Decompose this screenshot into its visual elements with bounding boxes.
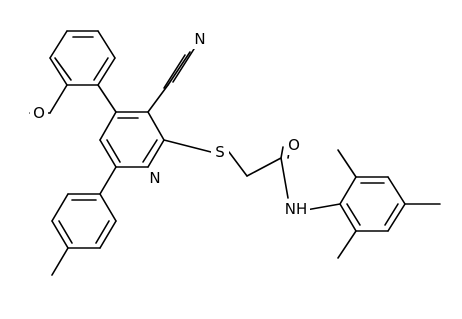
bond-line <box>163 54 186 89</box>
bond-line <box>99 193 117 222</box>
bond-line <box>99 166 117 195</box>
bond-line <box>339 176 357 205</box>
ring-n-label-bg <box>146 168 164 188</box>
bond-line <box>280 157 289 199</box>
amide-nh-label-bg <box>282 199 310 219</box>
bond-line <box>99 220 117 249</box>
bond-line <box>305 203 341 211</box>
bond-line <box>51 220 69 249</box>
bond-line <box>387 176 406 205</box>
methoxy-o-label: O <box>33 104 45 122</box>
bond-line <box>280 146 284 159</box>
bond-line <box>147 111 165 141</box>
carbonyl-o-label-bg <box>285 135 303 155</box>
thioether-s-label-bg <box>211 142 229 162</box>
bond-line <box>387 203 406 232</box>
bond-line <box>54 57 72 81</box>
bond-line <box>246 157 282 177</box>
bond-line <box>337 230 357 259</box>
bond-line <box>228 151 248 177</box>
carbonyl-o-label: O <box>288 136 300 154</box>
bond-line <box>49 30 68 59</box>
bond-line <box>49 57 68 86</box>
bond-line <box>339 203 357 232</box>
bond-line <box>106 139 121 163</box>
bond-line <box>337 149 357 178</box>
bond-line <box>93 57 109 81</box>
bond-line <box>51 247 69 276</box>
bond-line <box>167 51 191 86</box>
bond-line <box>97 84 117 113</box>
bond-line <box>384 203 399 226</box>
amide-nh-label: NH <box>285 200 308 218</box>
bond-line <box>97 30 116 59</box>
bond-lines <box>29 30 441 276</box>
bond-line <box>97 57 116 86</box>
bond-line <box>142 139 158 163</box>
methoxy-o-label-bg <box>30 103 48 123</box>
thioether-s-label: S <box>215 143 225 161</box>
atom-labels: N O S N O NH <box>30 29 310 219</box>
bond-line <box>51 193 69 222</box>
bond-line <box>346 203 361 226</box>
bond-line <box>49 84 68 114</box>
bond-line <box>99 139 117 168</box>
bond-line <box>95 220 110 244</box>
bond-line <box>147 139 165 168</box>
bond-line <box>58 220 73 244</box>
nitrile-n-label-bg <box>191 29 209 49</box>
ring-n-label: N <box>149 169 160 187</box>
nitrile-n-label: N <box>194 30 205 48</box>
bond-line <box>163 139 212 153</box>
bond-line <box>147 84 169 113</box>
bond-line <box>99 111 117 141</box>
bond-line <box>172 48 195 83</box>
